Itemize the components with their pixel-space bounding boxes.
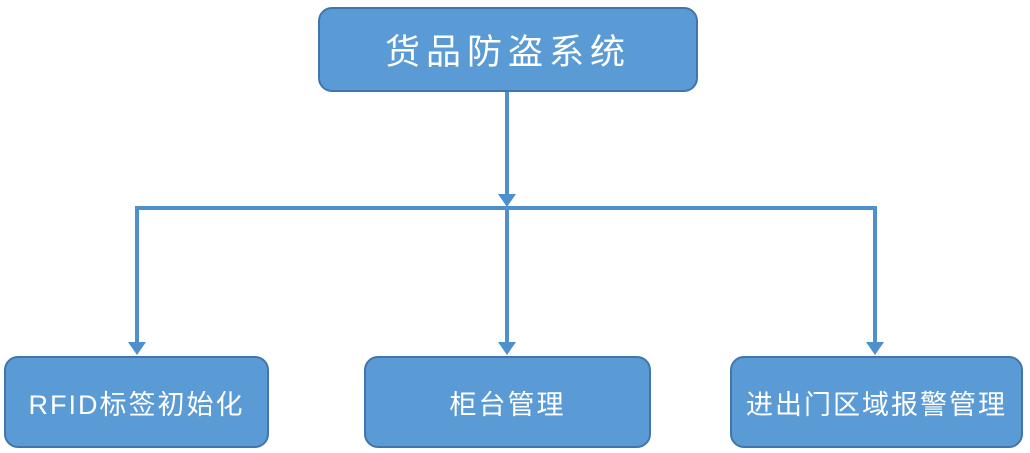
root-node-goods-antitheft-system: 货品防盗系统 (318, 7, 698, 92)
arrowhead-to-counter-mgmt (498, 342, 516, 355)
arrowhead-to-rfid-init (128, 342, 146, 355)
arrowhead-to-door-alarm (866, 342, 884, 355)
connector-root-stem (505, 92, 509, 194)
connector-drop-right (873, 206, 877, 342)
connector-drop-middle (505, 210, 509, 342)
child-node-entry-exit-area-alarm-management: 进出门区域报警管理 (730, 356, 1023, 448)
child-node-label: RFID标签初始化 (28, 389, 245, 420)
child-node-label: 柜台管理 (449, 389, 566, 420)
connector-horizontal-bus (135, 206, 877, 210)
child-node-label: 进出门区域报警管理 (746, 389, 1007, 420)
child-node-rfid-tag-initialization: RFID标签初始化 (4, 356, 269, 448)
connector-drop-left (135, 206, 139, 342)
arrowhead-root-to-bus (498, 194, 516, 207)
root-node-label: 货品防盗系统 (384, 33, 631, 72)
child-node-counter-management: 柜台管理 (364, 356, 651, 448)
